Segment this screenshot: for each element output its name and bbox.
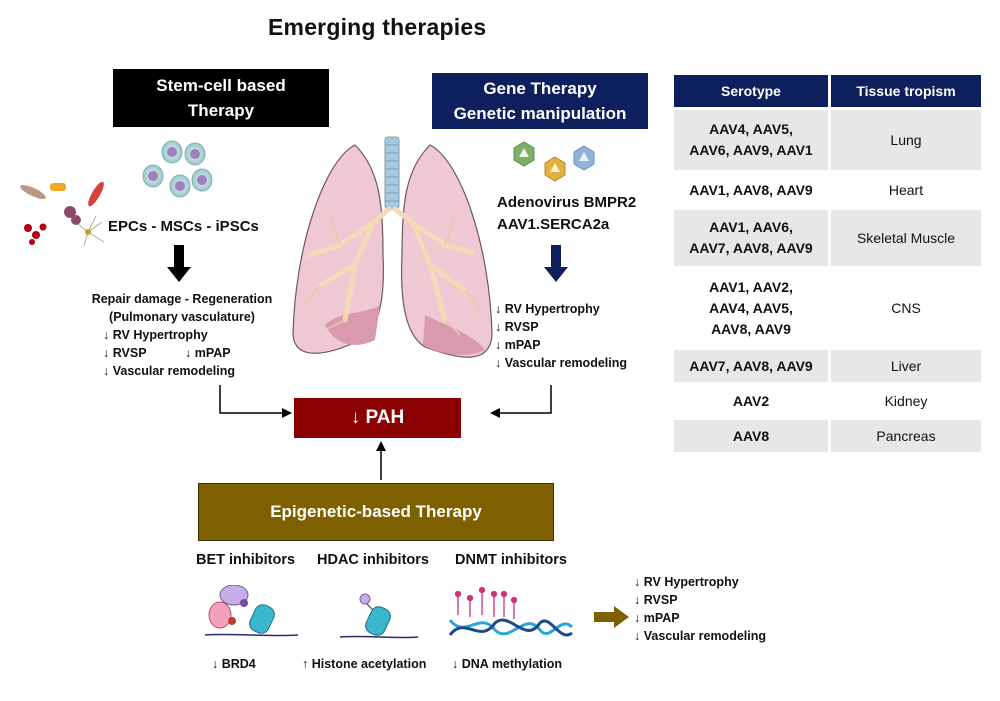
tissue-cell: Lung [831,110,981,170]
table-row: AAV4, AAV5, AAV6, AAV9, AAV1 Lung [674,110,981,170]
serotype-line: AAV8 [732,427,770,444]
gene-outcome-vascular: ↓ Vascular remodeling [495,356,627,370]
gene-outcome-mpap: ↓ mPAP [495,338,541,352]
gene-agent-aav1: AAV1.SERCA2a [497,216,610,233]
header-tissue-tropism: Tissue tropism [831,75,981,107]
connector-arrows [219,385,552,480]
serotype-cell: AAV8 [674,420,828,452]
tissue-cell: Pancreas [831,420,981,452]
serotype-line: AAV7, AAV8, AAV9 [689,357,813,374]
table-row: AAV2 Kidney [674,385,981,417]
stem-outcome-rvsp: ↓ RVSP [103,346,147,360]
stem-outcome-vasculature: (Pulmonary vasculature) [109,310,255,324]
hdac-nucleosome-icon [339,593,419,639]
serotype-cell: AAV2 [674,385,828,417]
arrowhead-right-icon [282,408,292,418]
epigenetic-mechanisms-icons [204,585,574,639]
serotype-line: AAV4, AAV5, [709,299,793,316]
arrowhead-up-icon [376,441,386,451]
right-connector [496,385,552,414]
tissue-cell: Heart [888,182,924,198]
differentiated-cells-icon [20,181,105,247]
stem-cell-header: Stem-cell based Therapy [113,69,329,127]
tissue-cell: Kidney [884,393,928,409]
tissue-cell: Liver [831,350,981,382]
stem-cell-types-label: EPCs - MSCs - iPSCs [108,218,259,235]
bet-nucleosome-icon [204,585,299,637]
table-row: AAV8 Pancreas [674,420,981,452]
pah-outcome-box: ↓ PAH [294,398,461,438]
serotype-line: AAV1, AAV8, AAV9 [689,181,813,198]
viral-vectors-icon [513,141,595,182]
serotype-tropism-table: Serotype Tissue tropism AAV4, AAV5, AAV6,… [671,72,984,455]
down-arrow-icon [167,245,191,282]
serotype-line: AAV8, AAV9 [711,320,791,337]
epigenetic-therapy-header: Epigenetic-based Therapy [198,483,554,541]
epi-class-hdac: HDAC inhibitors [317,552,429,568]
serotype-line: AAV7, AAV8, AAV9 [689,240,813,256]
epi-effect-hdac: ↑ Histone acetylation [302,657,427,671]
epi-outcome-rv: ↓ RV Hypertrophy [634,575,739,589]
table-row: AAV1, AAV6, AAV7, AAV8, AAV9 Skeletal Mus… [674,210,981,266]
serotype-line: AAV1, AAV6, [709,219,793,235]
stem-cells-icon [142,140,213,198]
gene-therapy-header-line1: Gene Therapy [483,79,597,98]
figure-title: Emerging therapies [268,14,487,40]
gene-therapy-header: Gene Therapy Genetic manipulation [432,73,648,129]
serotype-line: AAV2 [732,392,770,409]
table-row: AAV1, AAV2, AAV4, AAV5, AAV8, AAV9 CNS [674,269,981,347]
left-connector [219,385,286,414]
lungs-icon [292,136,493,358]
epi-outcome-vascular: ↓ Vascular remodeling [634,629,766,643]
gene-therapy-header-line2: Genetic manipulation [453,104,627,123]
serotype-cell: AAV4, AAV5, AAV6, AAV9, AAV1 [674,110,828,170]
olive-right-arrow-icon [594,606,629,628]
gene-agent-adenovirus: Adenovirus BMPR2 [497,194,637,211]
stem-cell-header-line1: Stem-cell based [156,76,286,95]
epi-effect-dnmt: ↓ DNA methylation [452,657,562,671]
stem-cell [161,140,183,164]
header-serotype: Serotype [674,75,828,107]
down-arrow-icon [544,245,568,282]
epi-effect-bet: ↓ BRD4 [212,657,256,671]
gene-outcome-rvsp: ↓ RVSP [495,320,539,334]
table-row: AAV1, AAV8, AAV9 Heart [674,173,981,207]
serotype-line: AAV4, AAV5, [709,121,793,137]
stem-cell-header-line2: Therapy [187,101,255,120]
epi-class-bet: BET inhibitors [196,552,296,568]
stem-outcome-rv: ↓ RV Hypertrophy [103,328,208,342]
arrowhead-left-icon [490,408,500,418]
serotype-cell: AAV1, AAV6, AAV7, AAV8, AAV9 [674,210,828,266]
table-row: AAV7, AAV8, AAV9 Liver [674,350,981,382]
serotype-line: AAV1, AAV2, [709,278,793,295]
serotype-cell: AAV1, AAV8, AAV9 [674,173,828,207]
serotype-line: AAV6, AAV9, AAV1 [689,142,813,158]
table-header-row: Serotype Tissue tropism [674,75,981,107]
epi-outcome-rvsp: ↓ RVSP [634,593,678,607]
gene-outcome-rv: ↓ RV Hypertrophy [495,302,600,316]
stem-outcome-vascular: ↓ Vascular remodeling [103,364,235,378]
epi-outcome-mpap: ↓ mPAP [634,611,680,625]
tissue-cell: Skeletal Muscle [831,210,981,266]
serotype-cell: AAV7, AAV8, AAV9 [674,350,828,382]
tissue-cell: CNS [891,300,921,316]
epi-class-dnmt: DNMT inhibitors [455,552,567,568]
serotype-cell: AAV1, AAV2, AAV4, AAV5, AAV8, AAV9 [674,269,828,347]
stem-outcome-mpap: ↓ mPAP [185,346,231,360]
stem-outcome-repair: Repair damage - Regeneration [91,292,273,306]
dna-methylation-icon [448,586,574,637]
